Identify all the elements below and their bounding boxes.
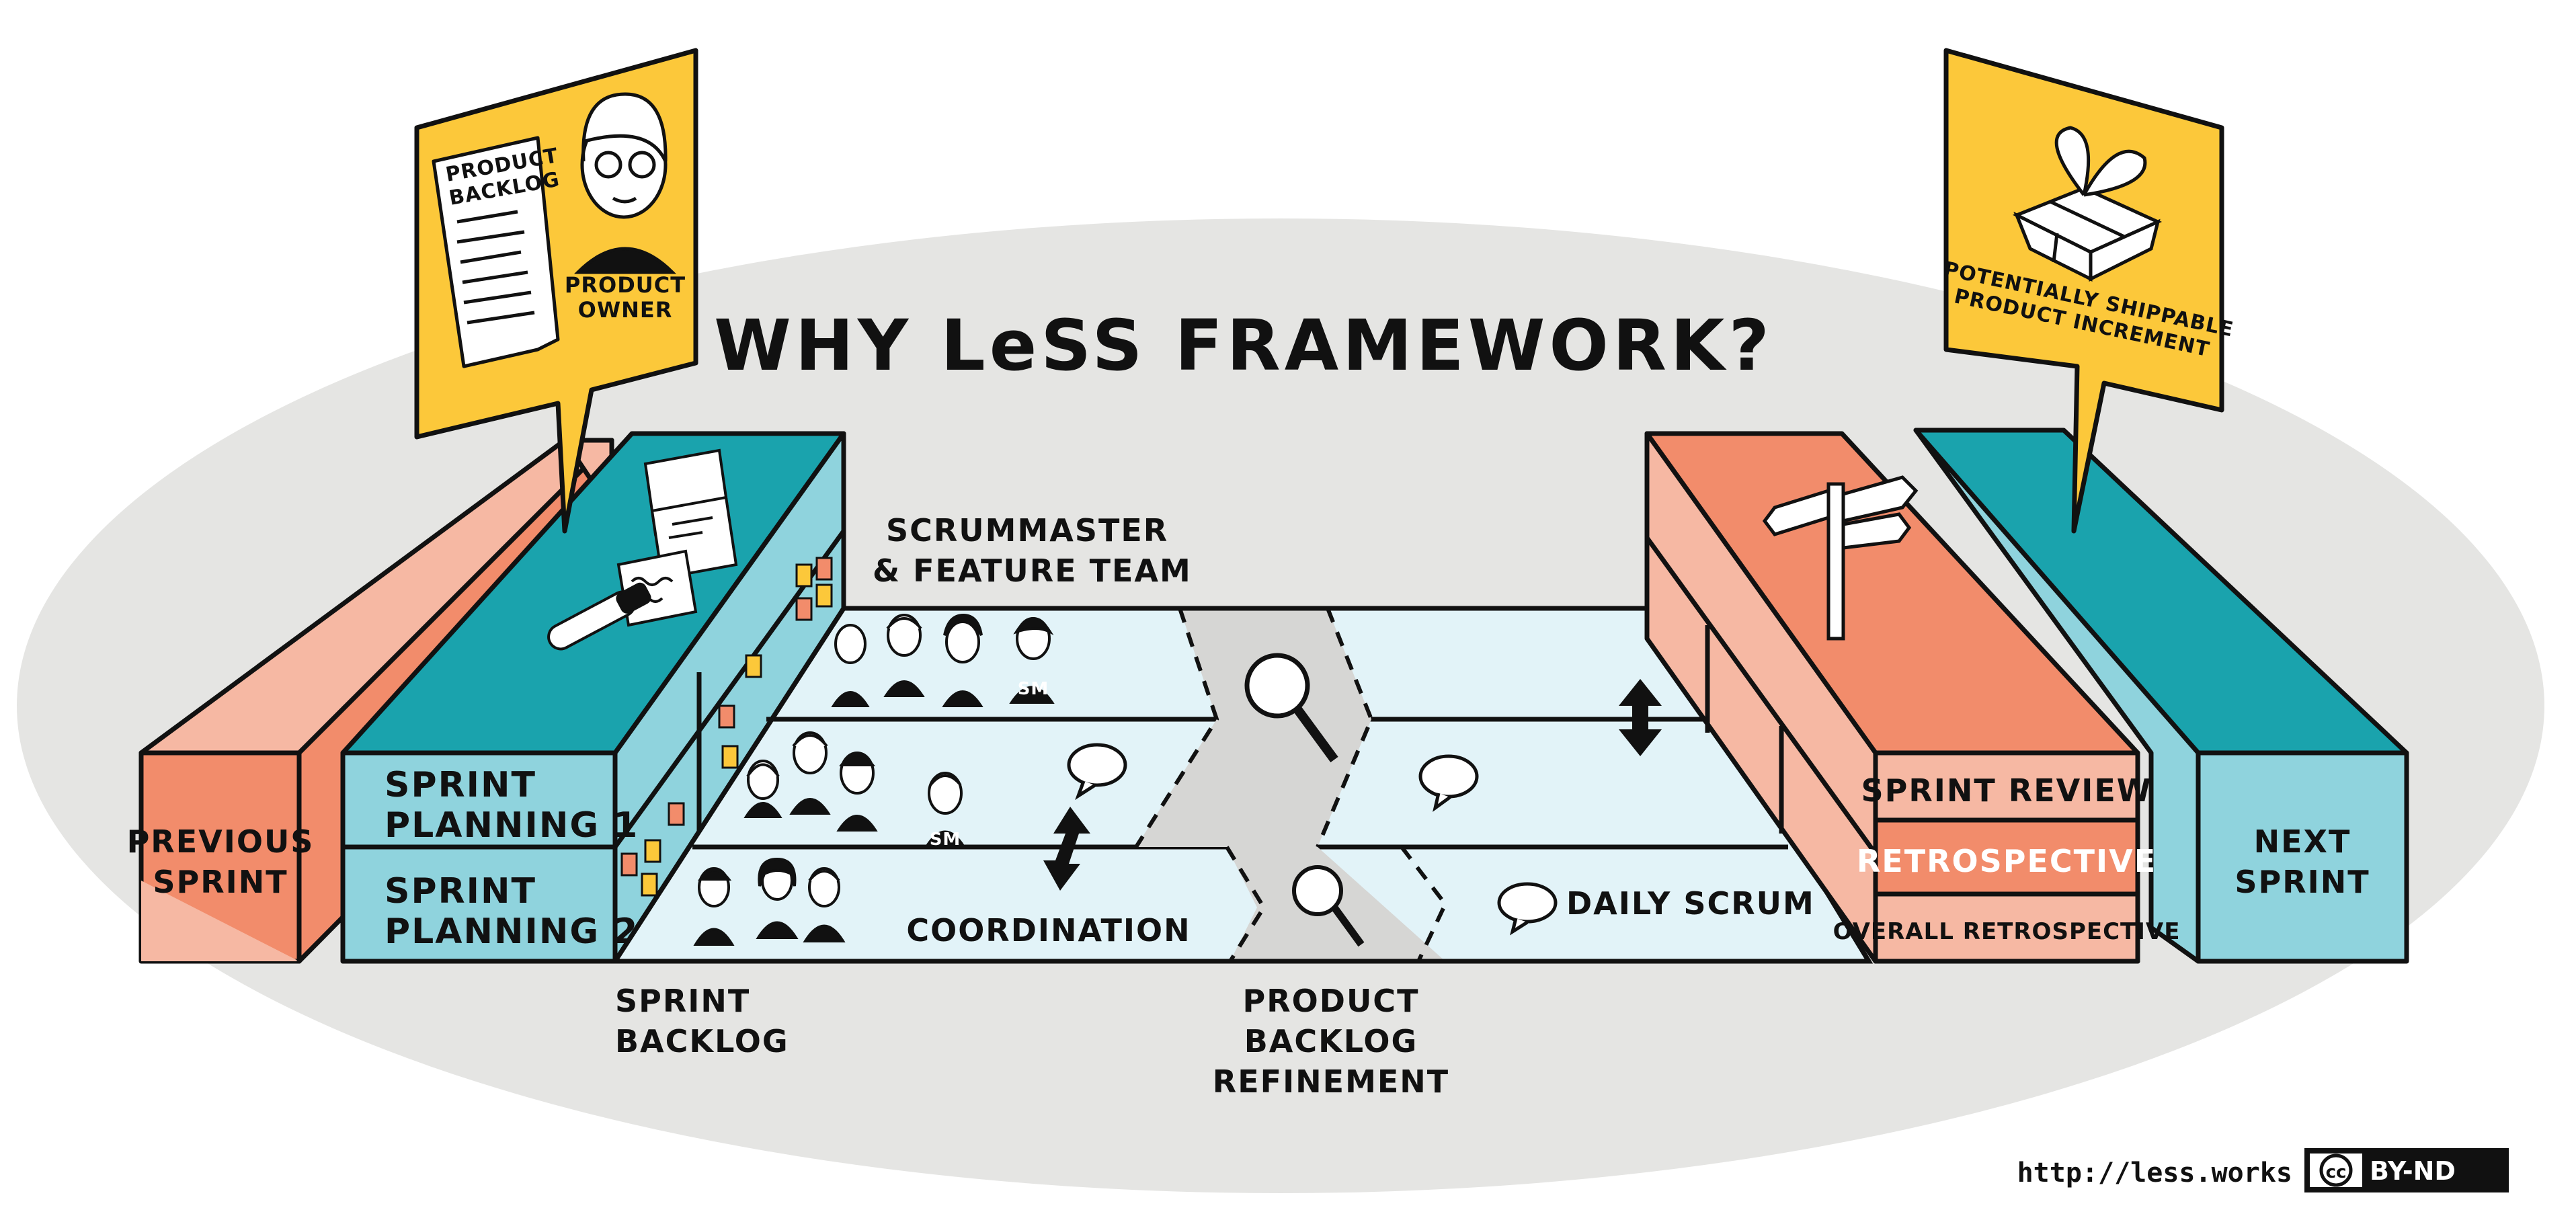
previous-sprint-label-1: PREVIOUS (127, 823, 315, 860)
team-people-row-2 (743, 731, 967, 848)
signpost-icon (1762, 475, 1919, 641)
scrummaster-label-2: & FEATURE TEAM (873, 553, 1192, 589)
speech-bubble-icon (1497, 882, 1558, 936)
owner-label-1: PRODUCT (565, 272, 686, 298)
refinement-label-2: BACKLOG (1244, 1023, 1418, 1059)
increment-sign (1943, 48, 2224, 534)
product-owner-avatar (573, 92, 677, 274)
coordination-arrow-icon (1619, 679, 1662, 756)
sprint-planning-2-label-1: SPRINT (385, 871, 536, 912)
speech-bubble-icon (1067, 743, 1127, 801)
sprint-backlog-label-1: SPRINT (615, 983, 750, 1019)
team-people-row-1 (831, 613, 1055, 707)
backlog-list-lines (456, 210, 535, 325)
page-title: WHY LeSS FRAMEWORK? (714, 305, 1773, 387)
team-people-row-3 (693, 857, 846, 946)
sprint-planning-1-label-2: PLANNING 1 (385, 805, 639, 846)
sprint-review-label: SPRINT REVIEW (1861, 772, 2152, 809)
retrospective-label: RETROSPECTIVE (1857, 843, 2157, 879)
next-sprint-block (1913, 428, 2409, 964)
sprint-planning-1-label-1: SPRINT (385, 765, 536, 805)
next-sprint-label-2: SPRINT (2235, 864, 2370, 900)
creative-commons-icon (2319, 1154, 2353, 1187)
coordination-label: COORDINATION (906, 912, 1191, 948)
sm-badge: SM (1018, 679, 1049, 699)
refinement-dashed-lines (1134, 607, 1448, 963)
coordination-arrow-icon (1043, 807, 1090, 891)
gift-icon (2012, 126, 2163, 282)
previous-sprint-label-2: SPRINT (153, 864, 288, 900)
lane-outline (610, 606, 1874, 964)
license-text: BY-ND (2370, 1156, 2456, 1186)
daily-scrum-label: DAILY SCRUM (1566, 885, 1815, 922)
notes-and-marker (547, 448, 738, 651)
scrummaster-label-1: SCRUMMASTER (886, 512, 1168, 549)
speech-bubble-icon (1418, 754, 1479, 812)
sticky-notes (620, 557, 833, 897)
cc-icon-text: cc (2326, 1162, 2347, 1182)
magnifier-icon (1244, 653, 1338, 763)
refinement-zone (1136, 608, 1445, 961)
sprint-backlog-label-2: BACKLOG (615, 1023, 789, 1059)
refinement-label-3: REFINEMENT (1213, 1063, 1449, 1100)
magnifier-icon (1292, 865, 1365, 947)
next-sprint-label-1: NEXT (2254, 823, 2351, 860)
sprint-planning-2-label-2: PLANNING 2 (385, 912, 639, 952)
overall-retrospective-label: OVERALL RETROSPECTIVE (1833, 918, 2181, 945)
less-works-link[interactable]: http://less.works (2017, 1158, 2292, 1188)
sm-badge: SM (930, 829, 961, 850)
license-badge[interactable]: cc BY-ND (2304, 1148, 2509, 1192)
refinement-label-1: PRODUCT (1243, 983, 1420, 1019)
owner-label-2: OWNER (578, 297, 673, 323)
